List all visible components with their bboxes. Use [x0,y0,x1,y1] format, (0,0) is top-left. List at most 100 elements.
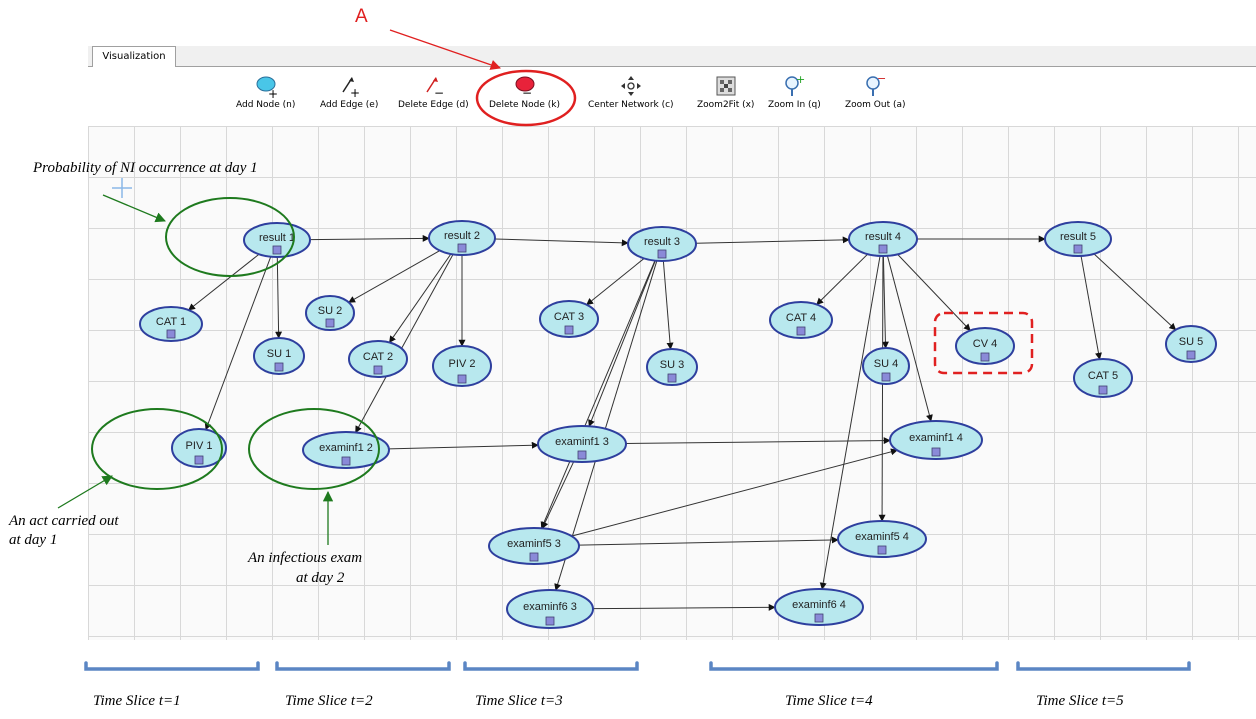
node-cpt-icon[interactable] [272,245,282,255]
node-shape[interactable] [646,348,698,386]
edge-result5-su5[interactable] [1093,253,1177,331]
edge-result2-cat2[interactable] [389,253,452,344]
node-cat1[interactable]: CAT 1 [139,306,203,342]
node-cpt-icon[interactable] [878,244,888,254]
node-examinf1_3[interactable]: examinf1 3 [537,425,627,463]
node-cpt-icon[interactable] [457,243,467,253]
node-examinf6_4[interactable]: examinf6 4 [774,588,864,626]
node-cpt-icon[interactable] [931,447,941,457]
node-shape[interactable] [1165,325,1217,363]
node-shape[interactable] [862,347,910,385]
edge-result4-examinf5_4[interactable] [878,255,886,522]
zoom-in-button[interactable]: + Zoom In (q) [768,74,821,110]
node-piv2[interactable]: PIV 2 [432,345,492,387]
node-cpt-icon[interactable] [577,450,587,460]
node-cpt-icon[interactable] [341,456,351,466]
edge-result1-cat1[interactable] [188,253,260,311]
node-su3[interactable]: SU 3 [646,348,698,386]
node-cpt-icon[interactable] [881,372,891,382]
edge-examinf5_3-examinf5_4[interactable] [578,536,839,546]
edge-result2-su2[interactable] [348,250,441,303]
node-cpt-icon[interactable] [1073,244,1083,254]
node-piv1[interactable]: PIV 1 [171,428,227,468]
edge-result2-examinf1_2[interactable] [355,254,454,434]
node-result5[interactable]: result 5 [1044,221,1112,257]
node-examinf6_3[interactable]: examinf6 3 [506,589,594,629]
edge-result1-su1[interactable] [275,256,283,339]
edge-result3-examinf1_3[interactable] [588,260,656,427]
node-cpt-icon[interactable] [657,249,667,259]
edge-examinf6_3-examinf6_4[interactable] [592,603,776,611]
node-result1[interactable]: result 1 [243,222,311,258]
node-cpt-icon[interactable] [457,374,467,384]
edge-result4-examinf6_4[interactable] [819,255,881,590]
node-shape[interactable] [539,300,599,338]
add-node-button[interactable]: + Add Node (n) [236,74,295,110]
node-cpt-icon[interactable] [274,362,284,372]
add-edge-button[interactable]: + Add Edge (e) [320,74,378,110]
node-cat4[interactable]: CAT 4 [769,301,833,339]
edge-result4-cv4[interactable] [897,254,971,332]
node-shape[interactable] [1073,358,1133,398]
node-shape[interactable] [955,327,1015,365]
node-shape[interactable] [302,431,390,469]
node-shape[interactable] [1044,221,1112,257]
edge-examinf5_3-examinf1_4[interactable] [571,448,898,537]
node-cpt-icon[interactable] [877,545,887,555]
node-su1[interactable]: SU 1 [253,337,305,375]
edge-result3-su3[interactable] [662,260,674,350]
node-su5[interactable]: SU 5 [1165,325,1217,363]
node-shape[interactable] [769,301,833,339]
node-cpt-icon[interactable] [564,325,574,335]
node-shape[interactable] [537,425,627,463]
edge-result3-examinf6_3[interactable] [554,260,658,591]
node-examinf5_4[interactable]: examinf5 4 [837,520,927,558]
center-network-button[interactable]: Center Network (c) [588,74,674,110]
node-result3[interactable]: result 3 [627,226,697,262]
node-su2[interactable]: SU 2 [305,295,355,331]
node-shape[interactable] [428,220,496,256]
node-cv4[interactable]: CV 4 [955,327,1015,365]
tab-visualization[interactable]: Visualization [92,46,176,67]
edge-result4-cat4[interactable] [816,253,868,305]
node-shape[interactable] [171,428,227,468]
edge-result2-result3[interactable] [494,238,629,247]
node-cpt-icon[interactable] [814,613,824,623]
node-cpt-icon[interactable] [1186,350,1196,360]
node-cpt-icon[interactable] [194,455,204,465]
delete-edge-button[interactable]: − Delete Edge (d) [398,74,469,110]
node-examinf1_2[interactable]: examinf1 2 [302,431,390,469]
node-cat5[interactable]: CAT 5 [1073,358,1133,398]
node-shape[interactable] [837,520,927,558]
node-examinf1_4[interactable]: examinf1 4 [889,420,983,460]
node-examinf5_3[interactable]: examinf5 3 [488,527,580,565]
node-cpt-icon[interactable] [980,352,990,362]
node-result4[interactable]: result 4 [848,221,918,257]
node-shape[interactable] [139,306,203,342]
node-cpt-icon[interactable] [166,329,176,339]
edge-examinf1_3-examinf1_4[interactable] [625,437,891,445]
node-result2[interactable]: result 2 [428,220,496,256]
node-shape[interactable] [506,589,594,629]
edge-examinf1_2-examinf1_3[interactable] [388,441,539,450]
node-su4[interactable]: SU 4 [862,347,910,385]
zoom-out-button[interactable]: − Zoom Out (a) [845,74,906,110]
node-shape[interactable] [774,588,864,626]
edge-examinf1_3-examinf5_3[interactable] [541,461,575,529]
node-cpt-icon[interactable] [1098,385,1108,395]
node-shape[interactable] [305,295,355,331]
node-cpt-icon[interactable] [545,616,555,626]
node-shape[interactable] [348,340,408,378]
edge-result3-result4[interactable] [695,236,850,244]
edge-result4-examinf1_4[interactable] [886,255,933,422]
edge-result1-result2[interactable] [309,234,430,242]
node-cat3[interactable]: CAT 3 [539,300,599,338]
edge-result4-su4[interactable] [881,255,889,349]
node-shape[interactable] [889,420,983,460]
delete-node-button[interactable]: − Delete Node (k) [489,74,560,110]
node-cat2[interactable]: CAT 2 [348,340,408,378]
node-cpt-icon[interactable] [373,365,383,375]
node-cpt-icon[interactable] [325,318,335,328]
node-shape[interactable] [253,337,305,375]
node-shape[interactable] [848,221,918,257]
